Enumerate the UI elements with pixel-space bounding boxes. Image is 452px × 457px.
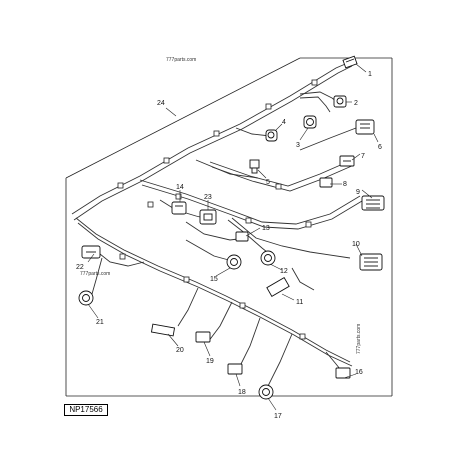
callout-7: 7 bbox=[361, 153, 365, 160]
harness-clips bbox=[117, 79, 318, 340]
watermark-top: 777parts.com bbox=[166, 57, 196, 63]
callout-24: 24 bbox=[157, 100, 165, 107]
connector-1-icon bbox=[342, 55, 358, 69]
callout-9: 9 bbox=[356, 189, 360, 196]
callout-21: 21 bbox=[96, 319, 104, 326]
callout-18: 18 bbox=[238, 389, 246, 396]
diagram-frame bbox=[65, 57, 393, 397]
connector-22-icon bbox=[81, 245, 101, 259]
callout-8: 8 bbox=[343, 181, 347, 188]
callout-2: 2 bbox=[354, 100, 358, 107]
callout-20: 20 bbox=[176, 347, 184, 354]
connector-12-icon bbox=[260, 250, 276, 266]
connector-8-icon bbox=[319, 177, 333, 188]
callout-11: 11 bbox=[296, 299, 303, 306]
connector-10-icon bbox=[359, 253, 383, 271]
callout-4: 4 bbox=[282, 119, 286, 126]
watermarks: 777parts.com 777parts.com 777parts.com bbox=[80, 57, 362, 354]
callout-10: 10 bbox=[352, 241, 360, 248]
connector-16-icon bbox=[335, 367, 351, 379]
connector-2-icon bbox=[333, 95, 347, 108]
connector-21-icon bbox=[78, 290, 94, 306]
callout-3: 3 bbox=[296, 142, 300, 149]
callout-13: 13 bbox=[262, 225, 270, 232]
connector-5-icon bbox=[249, 159, 260, 174]
connector-14-icon bbox=[171, 201, 187, 215]
callout-labels: 1 2 3 4 5 6 7 8 9 10 11 12 13 14 15 16 1… bbox=[76, 71, 382, 420]
connector-18-icon bbox=[227, 363, 243, 375]
callout-16: 16 bbox=[355, 369, 363, 376]
watermark-right: 777parts.com bbox=[356, 324, 362, 354]
connectors bbox=[78, 55, 385, 400]
figure-id-label: NP17566 bbox=[64, 404, 108, 416]
connector-13-icon bbox=[235, 231, 249, 242]
connector-3-icon bbox=[303, 115, 317, 129]
wire-harness bbox=[71, 61, 363, 387]
connector-15-icon bbox=[226, 254, 242, 270]
watermark-left: 777parts.com bbox=[80, 271, 110, 277]
callout-19: 19 bbox=[206, 358, 214, 365]
callout-17: 17 bbox=[274, 413, 282, 420]
connector-19-icon bbox=[195, 331, 211, 343]
callout-12: 12 bbox=[280, 268, 288, 275]
connector-20-icon bbox=[150, 323, 176, 337]
connector-7-icon bbox=[339, 155, 355, 167]
connector-17-icon bbox=[258, 384, 274, 400]
callout-5: 5 bbox=[266, 179, 270, 186]
leader-lines bbox=[87, 63, 379, 411]
connector-9-icon bbox=[361, 195, 385, 211]
callout-22: 22 bbox=[76, 264, 84, 271]
connector-11-icon bbox=[266, 277, 290, 297]
connector-23-icon bbox=[199, 209, 217, 225]
callout-6: 6 bbox=[378, 144, 382, 151]
callout-23: 23 bbox=[204, 194, 212, 201]
callout-15: 15 bbox=[210, 276, 218, 283]
connector-6-icon bbox=[355, 119, 375, 135]
connector-4-icon bbox=[265, 129, 278, 142]
callout-14: 14 bbox=[176, 184, 184, 191]
callout-1: 1 bbox=[368, 71, 372, 78]
